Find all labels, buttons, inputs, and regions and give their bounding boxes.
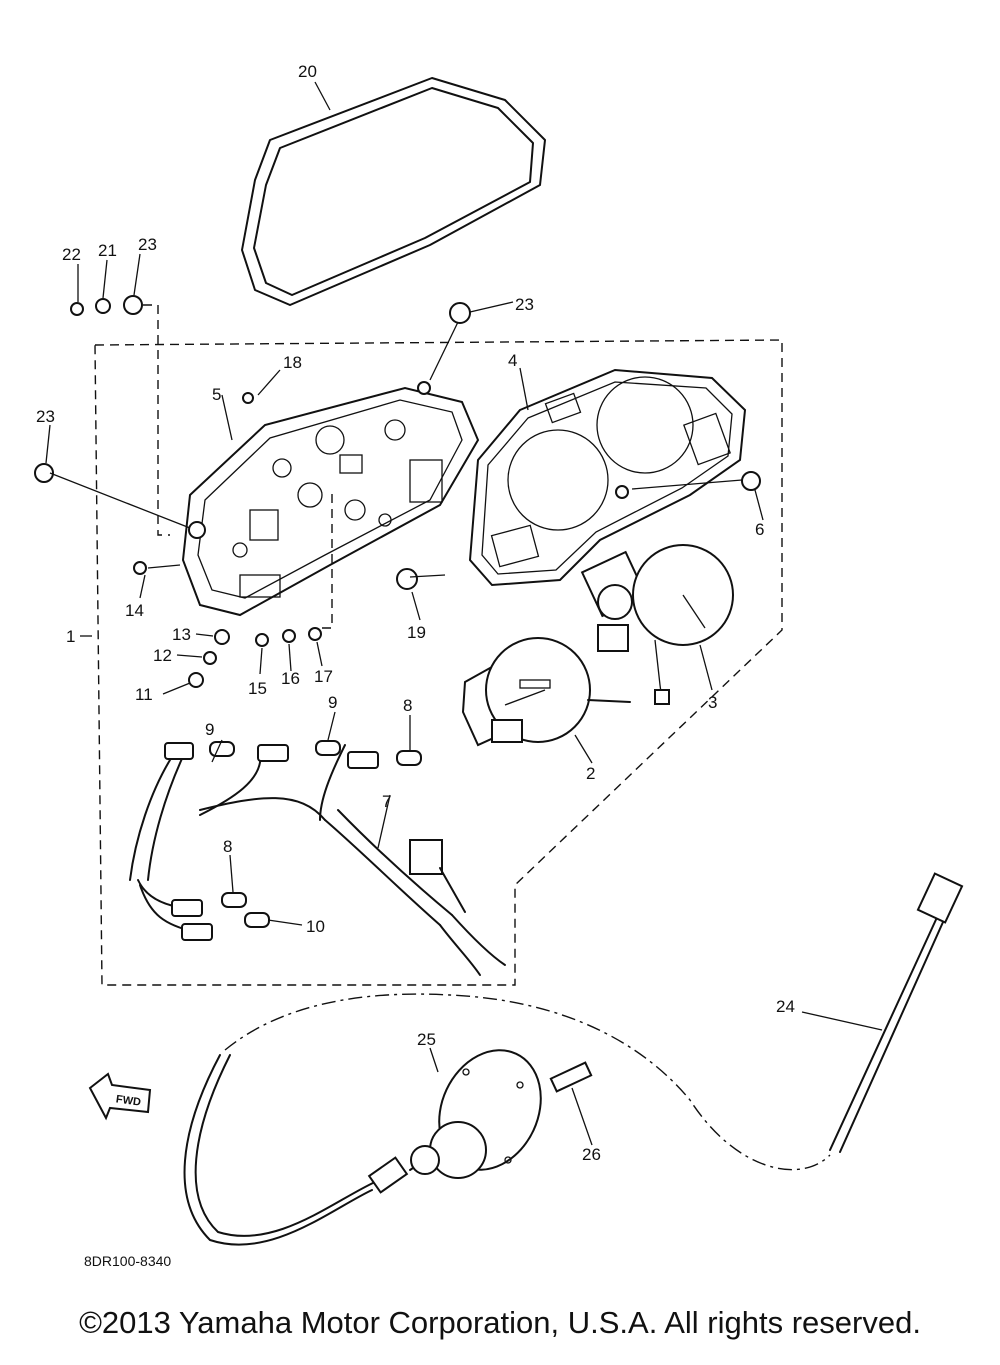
callout-3: 3 xyxy=(708,693,717,712)
callout-26: 26 xyxy=(582,1145,601,1164)
callout-2: 2 xyxy=(586,764,595,783)
callout-11: 11 xyxy=(135,685,153,704)
forward-arrow-icon: FWD xyxy=(88,1072,152,1121)
exploded-view-svg: FWD xyxy=(34,62,964,1269)
callout-12: 12 xyxy=(153,646,172,665)
callout-18: 18 xyxy=(283,353,302,372)
callout-8-top: 8 xyxy=(403,696,412,715)
callout-22: 22 xyxy=(62,245,81,264)
speedometer-part xyxy=(461,637,631,747)
bulb-sockets xyxy=(164,740,422,941)
callout-25: 25 xyxy=(417,1030,436,1049)
callout-19: 19 xyxy=(407,623,426,642)
gasket-frame-part xyxy=(241,77,546,306)
callout-4: 4 xyxy=(508,351,517,370)
callout-23-top-left: 23 xyxy=(138,235,157,254)
drawing-code: 8DR100-8340 xyxy=(84,1253,171,1269)
meter-panel-part xyxy=(468,368,747,587)
fasteners xyxy=(34,295,761,688)
gear-unit-part xyxy=(410,1049,593,1179)
callout-13: 13 xyxy=(172,625,191,644)
callout-6: 6 xyxy=(755,520,764,539)
speedometer-cable-part xyxy=(183,872,964,1246)
cable-routing-line xyxy=(224,993,831,1171)
callout-24: 24 xyxy=(776,997,795,1016)
callout-14: 14 xyxy=(125,601,144,620)
fwd-label: FWD xyxy=(115,1093,142,1108)
callout-7: 7 xyxy=(382,792,391,811)
tachometer-part xyxy=(580,544,734,705)
callout-21: 21 xyxy=(98,241,117,260)
callout-8-bottom: 8 xyxy=(223,837,232,856)
callout-5: 5 xyxy=(212,385,221,404)
callout-1: 1 xyxy=(66,627,75,646)
callout-20: 20 xyxy=(298,62,317,81)
callout-23-left: 23 xyxy=(36,407,55,426)
callout-17: 17 xyxy=(314,667,333,686)
callout-23-right: 23 xyxy=(515,295,534,314)
callout-16: 16 xyxy=(281,669,300,688)
leader-lines xyxy=(45,81,883,1146)
callout-9-left: 9 xyxy=(205,720,214,739)
meter-case-part xyxy=(181,386,480,617)
callout-labels: 20 22 21 23 23 18 4 5 23 6 14 19 1 13 12… xyxy=(36,62,795,1269)
copyright-notice: ©2013 Yamaha Motor Corporation, U.S.A. A… xyxy=(79,1305,921,1340)
callout-9-right: 9 xyxy=(328,693,337,712)
callout-15: 15 xyxy=(248,679,267,698)
callout-10: 10 xyxy=(306,917,325,936)
